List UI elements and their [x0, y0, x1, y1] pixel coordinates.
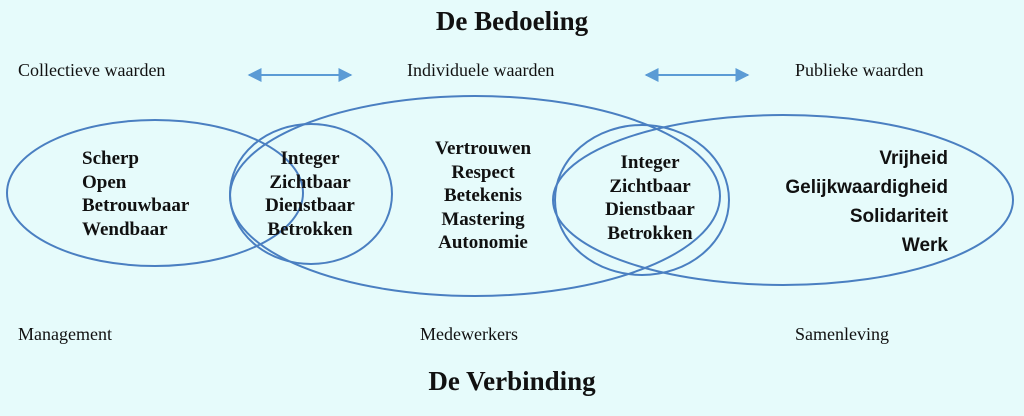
right-word: Werk	[901, 235, 948, 256]
center-word: Vertrouwen	[434, 138, 532, 159]
left-ellipse	[6, 119, 304, 267]
left-word: Betrouwbaar	[82, 195, 190, 216]
label-management: Management	[18, 324, 112, 344]
center-words: Vertrouwen Respect Betekenis Mastering A…	[408, 137, 558, 255]
left-words: Scherp Open Betrouwbaar Wendbaar	[82, 147, 189, 241]
right-ellipse	[552, 114, 1014, 286]
left-word: Open	[82, 171, 127, 193]
label-publieke-waarden: Publieke waarden	[795, 60, 924, 80]
label-medewerkers: Medewerkers	[420, 324, 518, 344]
overlap-left-word: Dienstbaar	[265, 195, 355, 216]
overlap-left-word: Integer	[280, 148, 340, 169]
center-word: Autonomie	[438, 232, 528, 253]
overlap-right-word: Zichtbaar	[609, 175, 691, 197]
overlap-right-words: Integer Zichtbaar Dienstbaar Betrokken	[580, 151, 720, 245]
center-word: Mastering	[441, 208, 525, 230]
center-word: Respect	[451, 161, 515, 183]
label-collectieve-waarden: Collectieve waarden	[18, 60, 166, 80]
left-word: Scherp	[82, 148, 139, 169]
title-top: De Bedoeling	[435, 6, 589, 36]
title-bottom: De Verbinding	[428, 366, 596, 396]
overlap-right-word: Integer	[620, 152, 680, 173]
overlap-left-word: Betrokken	[267, 218, 353, 240]
overlap-right-word: Betrokken	[607, 222, 693, 244]
right-word: Gelijkwaardigheid	[785, 177, 948, 198]
right-words: Vrijheid Gelijkwaardigheid Solidariteit …	[740, 144, 948, 260]
left-word: Wendbaar	[82, 218, 168, 240]
overlap-right-ellipse	[554, 124, 730, 276]
overlap-right-word: Dienstbaar	[605, 199, 695, 220]
overlap-left-words: Integer Zichtbaar Dienstbaar Betrokken	[240, 147, 380, 241]
overlap-left-ellipse	[229, 123, 393, 265]
right-word: Solidariteit	[849, 206, 948, 227]
right-word: Vrijheid	[879, 148, 948, 169]
center-word: Betekenis	[443, 185, 523, 206]
overlap-left-word: Zichtbaar	[269, 171, 351, 193]
label-individuele-waarden: Individuele waarden	[407, 60, 555, 80]
label-samenleving: Samenleving	[795, 324, 889, 344]
